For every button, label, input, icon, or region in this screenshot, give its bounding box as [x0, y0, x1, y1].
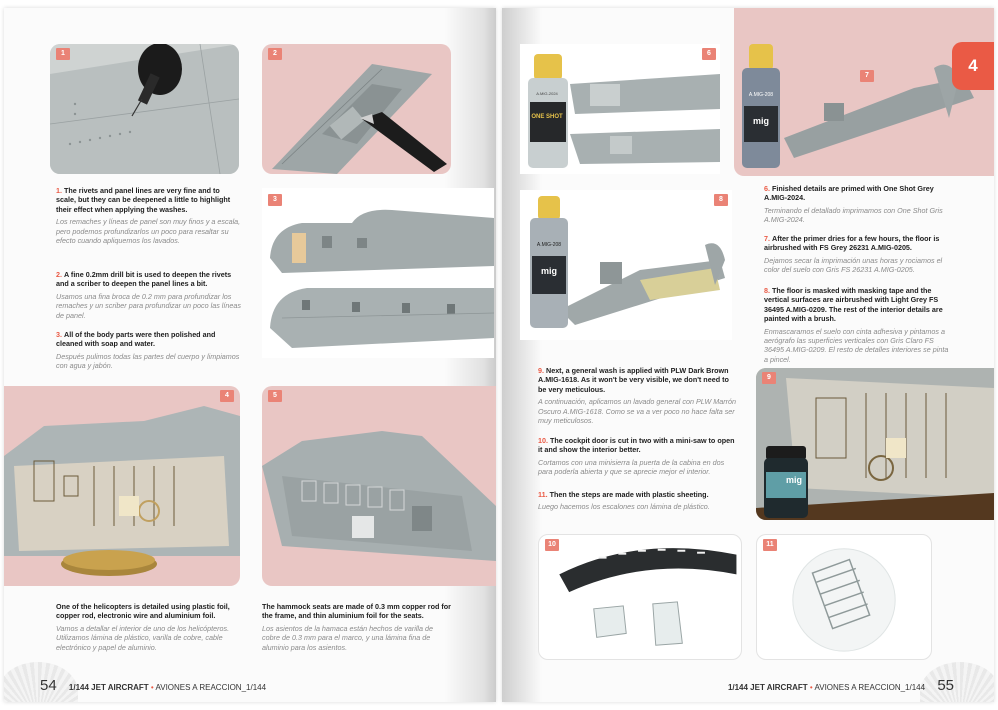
step-text-es: Después pulimos todas las partes del cue… — [56, 351, 240, 371]
photo-badge: 3 — [268, 194, 282, 206]
bottle-code: A.MIG-208 — [748, 92, 774, 98]
photo-2: 2 — [262, 44, 451, 174]
photo-badge: 1 — [56, 48, 70, 60]
page-number: 54 — [40, 677, 57, 694]
photo-3: 3 — [262, 188, 494, 358]
step-text-en: A fine 0.2mm drill bit is used to deepen… — [56, 270, 232, 289]
step-text-es: Los remaches y líneas de panel son muy f… — [56, 217, 241, 246]
plastic-steps-icon — [792, 548, 896, 652]
step-text-en: All of the body parts were then polished… — [56, 330, 216, 349]
caption-photo-5: The hammock seats are made of 0.3 mm cop… — [262, 602, 452, 652]
step-9: 9. Next, a general wash is applied with … — [538, 366, 738, 425]
mig-paint-bottle-icon — [530, 196, 725, 328]
photo-badge: 5 — [268, 390, 282, 402]
step-text-es: Terminando el detallado imprimamos con O… — [764, 205, 943, 225]
right-page: ONE SHOT A.MIG-2024 6 mig A.MIG-208 7 4 — [502, 8, 994, 702]
cockpit-door-icon — [559, 548, 737, 646]
step-6: 6. Finished details are primed with One … — [764, 184, 954, 225]
helicopter-interior-icon — [4, 406, 240, 576]
photo-7: mig A.MIG-208 7 — [734, 8, 994, 176]
step-number: 8. — [764, 286, 770, 295]
right-footer: 1/144 JET AIRCRAFT • AVIONES A REACCION_… — [728, 677, 954, 694]
paint-bottle-one-shot-icon — [528, 54, 720, 168]
footer-title: 1/144 JET AIRCRAFT • AVIONES A REACCION_… — [68, 683, 267, 692]
photo-badge: 8 — [714, 194, 728, 206]
step-number: 11. — [538, 490, 548, 499]
step-3: 3. All of the body parts were then polis… — [56, 330, 241, 371]
photo-5: 5 — [262, 386, 496, 586]
step-text-en: Next, a general wash is applied with PLW… — [538, 366, 729, 394]
step-text-en: Finished details are primed with One Sho… — [764, 184, 934, 203]
drill-bit-scribing-icon — [50, 44, 239, 174]
wash-jar-icon — [756, 368, 994, 520]
left-footer: 54 1/144 JET AIRCRAFT • AVIONES A REACCI… — [40, 677, 266, 694]
wheel-decoration — [920, 662, 994, 702]
photo-6: ONE SHOT A.MIG-2024 6 — [520, 44, 720, 174]
photo-11: 11 — [756, 534, 932, 660]
bottle-label: mig — [540, 266, 557, 276]
step-number: 6. — [764, 184, 770, 193]
photo-10: 10 — [538, 534, 742, 660]
caption-text-en: The hammock seats are made of 0.3 mm cop… — [262, 602, 451, 621]
photo-badge: 7 — [860, 70, 874, 82]
photo-4: 4 — [4, 386, 240, 586]
bottle-code: A.MIG-2024 — [536, 91, 558, 96]
step-number: 1. — [56, 186, 62, 195]
photo-badge: 4 — [220, 390, 234, 402]
step-text-es: Enmascaramos el suelo con cinta adhesiva… — [764, 326, 949, 364]
mig-paint-bottle-icon — [742, 44, 974, 168]
bottle-label: mig — [785, 475, 802, 485]
step-1: 1. The rivets and panel lines are very f… — [56, 186, 241, 245]
photo-badge: 6 — [702, 48, 716, 60]
step-text-en: The rivets and panel lines are very fine… — [56, 186, 231, 214]
step-text-en: The cockpit door is cut in two with a mi… — [538, 436, 735, 455]
step-8: 8. The floor is masked with masking tape… — [764, 286, 954, 364]
step-number: 2. — [56, 270, 62, 279]
photo-1: 1 — [50, 44, 239, 174]
photo-8: mig A.MIG-208 8 — [520, 190, 732, 340]
photo-badge: 11 — [763, 539, 777, 551]
caption-photo-4: One of the helicopters is detailed using… — [56, 602, 241, 652]
step-text-es: Dejamos secar la imprimación unas horas … — [764, 255, 943, 275]
step-text-en: After the primer dries for a few hours, … — [764, 234, 940, 253]
caption-text-en: One of the helicopters is detailed using… — [56, 602, 230, 621]
step-text-es: Luego hacemos los escalones con lámina d… — [538, 502, 710, 512]
caption-text-es: Vamos a detallar el interior de uno de l… — [56, 623, 230, 652]
step-number: 9. — [538, 366, 544, 375]
step-2: 2. A fine 0.2mm drill bit is used to dee… — [56, 270, 241, 320]
caption-text-es: Los asientos de la hamaca están hechos d… — [262, 623, 434, 652]
step-number: 7. — [764, 234, 770, 243]
step-text-es: Cortamos con una minisierra la puerta de… — [538, 457, 725, 477]
step-10: 10. The cockpit door is cut in two with … — [538, 436, 738, 477]
footer-title: 1/144 JET AIRCRAFT • AVIONES A REACCION_… — [727, 683, 926, 692]
bottle-code: A.MIG-208 — [536, 242, 562, 248]
step-text-en: Then the steps are made with plastic she… — [549, 490, 709, 499]
page-number: 55 — [937, 677, 954, 694]
step-text-es: A continuación, aplicamos un lavado gene… — [538, 397, 737, 426]
step-number: 3. — [56, 330, 62, 339]
chapter-tab: 4 — [952, 42, 994, 90]
fuselage-halves-icon — [270, 209, 494, 348]
hammock-seats-icon — [262, 431, 496, 561]
photo-badge: 9 — [762, 372, 776, 384]
photo-badge: 2 — [268, 48, 282, 60]
step-number: 10. — [538, 436, 548, 445]
photo-badge: 10 — [545, 539, 559, 551]
step-text-en: The floor is masked with masking tape an… — [764, 286, 943, 324]
bottle-label: mig — [752, 116, 769, 126]
left-page: 1 2 1. The rivets and panel lines are ve… — [4, 8, 496, 702]
step-text-es: Usamos una fina broca de 0.2 mm para pro… — [56, 291, 241, 320]
scriber-tool-icon — [272, 64, 447, 174]
photo-9: mig 9 — [756, 368, 994, 520]
step-11: 11. Then the steps are made with plastic… — [538, 490, 738, 512]
bottle-label: ONE SHOT — [531, 114, 563, 120]
step-7: 7. After the primer dries for a few hour… — [764, 234, 954, 275]
